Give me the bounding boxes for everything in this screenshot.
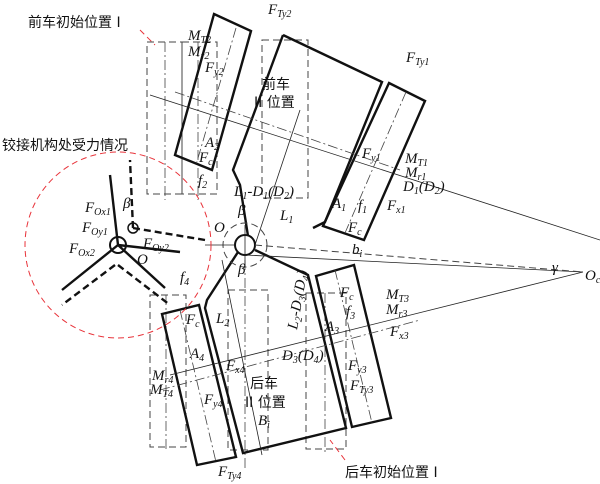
label-l1d1: L1-D1(D2) bbox=[233, 184, 294, 202]
rear-ii-caption-2: II 位置 bbox=[245, 395, 286, 411]
label-m-t2: MT2 bbox=[187, 28, 211, 46]
front-initial-position-outline bbox=[146, 39, 309, 200]
label-f-c-rear4: Fc bbox=[185, 312, 200, 330]
label-f-ty3: FTy3 bbox=[349, 378, 373, 396]
label-f-c-front2: Fc bbox=[198, 150, 213, 168]
label-o-detail: O bbox=[137, 252, 148, 268]
label-f-ty4: FTy4 bbox=[217, 464, 241, 482]
label-f-c-rear3: Fc bbox=[339, 285, 354, 303]
label-m-r4: Mr4 bbox=[151, 368, 173, 386]
label-f-ty1: FTy1 bbox=[405, 50, 429, 68]
rear-ii-caption-1: 后车 bbox=[250, 375, 278, 392]
label-f-y1: Fy1 bbox=[361, 146, 381, 164]
label-m-r1: Mr1 bbox=[404, 165, 426, 183]
front-initial-caption: 前车初始位置 I bbox=[28, 14, 121, 31]
label-l-2: L2 bbox=[215, 311, 229, 329]
label-f-2: f2 bbox=[198, 173, 207, 191]
label-f-ox2: FOx2 bbox=[68, 241, 95, 259]
label-m-r2: Mr2 bbox=[187, 44, 209, 62]
label-f-x4: Fx4 bbox=[225, 358, 245, 376]
label-f-y3: Fy3 bbox=[347, 358, 367, 376]
label-beta-detail: β bbox=[122, 196, 131, 212]
rear-vehicle-position-ii bbox=[159, 248, 584, 467]
label-d3d4: D3(D4) bbox=[281, 348, 324, 366]
label-f-y4: Fy4 bbox=[203, 392, 223, 410]
label-f-oy1: FOy1 bbox=[81, 220, 108, 238]
hinge-force-detail bbox=[24, 29, 346, 461]
label-o-main: O bbox=[214, 220, 225, 236]
label-f-y2: Fy2 bbox=[204, 60, 224, 78]
label-o-c1: Oc1 bbox=[585, 268, 600, 286]
label-gamma: γ bbox=[552, 260, 559, 276]
label-b-i: Bi bbox=[258, 413, 270, 431]
label-b-i: bi bbox=[352, 242, 363, 260]
label-f-c-front1: Fc bbox=[347, 220, 362, 238]
label-a-2: A2 bbox=[204, 135, 219, 153]
label-l-1: L1 bbox=[279, 208, 293, 226]
label-f-ox1: FOx1 bbox=[84, 200, 111, 218]
label-a-3: A3 bbox=[324, 319, 339, 337]
label-m-t4: MT4 bbox=[149, 382, 173, 400]
label-f-oy2: FOy2 bbox=[142, 236, 169, 254]
label-f-4: f4 bbox=[180, 270, 189, 288]
label-f-ty2: FTy2 bbox=[267, 2, 291, 20]
label-m-r3: Mr3 bbox=[385, 302, 407, 320]
label-m-t3: MT3 bbox=[385, 287, 409, 305]
front-ii-caption-2: II 位置 bbox=[254, 95, 295, 111]
label-f-x1: Fx1 bbox=[386, 198, 406, 216]
label-m-t1: MT1 bbox=[404, 151, 428, 169]
label-f-x3: Fx3 bbox=[389, 324, 409, 342]
hinge-forces-caption: 铰接机构处受力情况 bbox=[2, 137, 128, 154]
turn-radius-line bbox=[254, 244, 584, 273]
label-l2d3: L2-D3(D4) bbox=[285, 269, 313, 332]
label-f-1: f1 bbox=[358, 198, 367, 216]
label-beta-top: β bbox=[237, 203, 246, 219]
front-vehicle-position-ii bbox=[149, 12, 600, 246]
label-a-4: A4 bbox=[189, 346, 204, 364]
rear-initial-caption: 后车初始位置 I bbox=[345, 464, 438, 481]
label-d1d2: D1(D2) bbox=[402, 179, 445, 197]
front-ii-caption-1: 前车 bbox=[262, 76, 290, 93]
label-beta-bot: β bbox=[237, 262, 246, 278]
label-f-3: f3 bbox=[346, 304, 355, 322]
label-a-1: A1 bbox=[331, 196, 346, 214]
